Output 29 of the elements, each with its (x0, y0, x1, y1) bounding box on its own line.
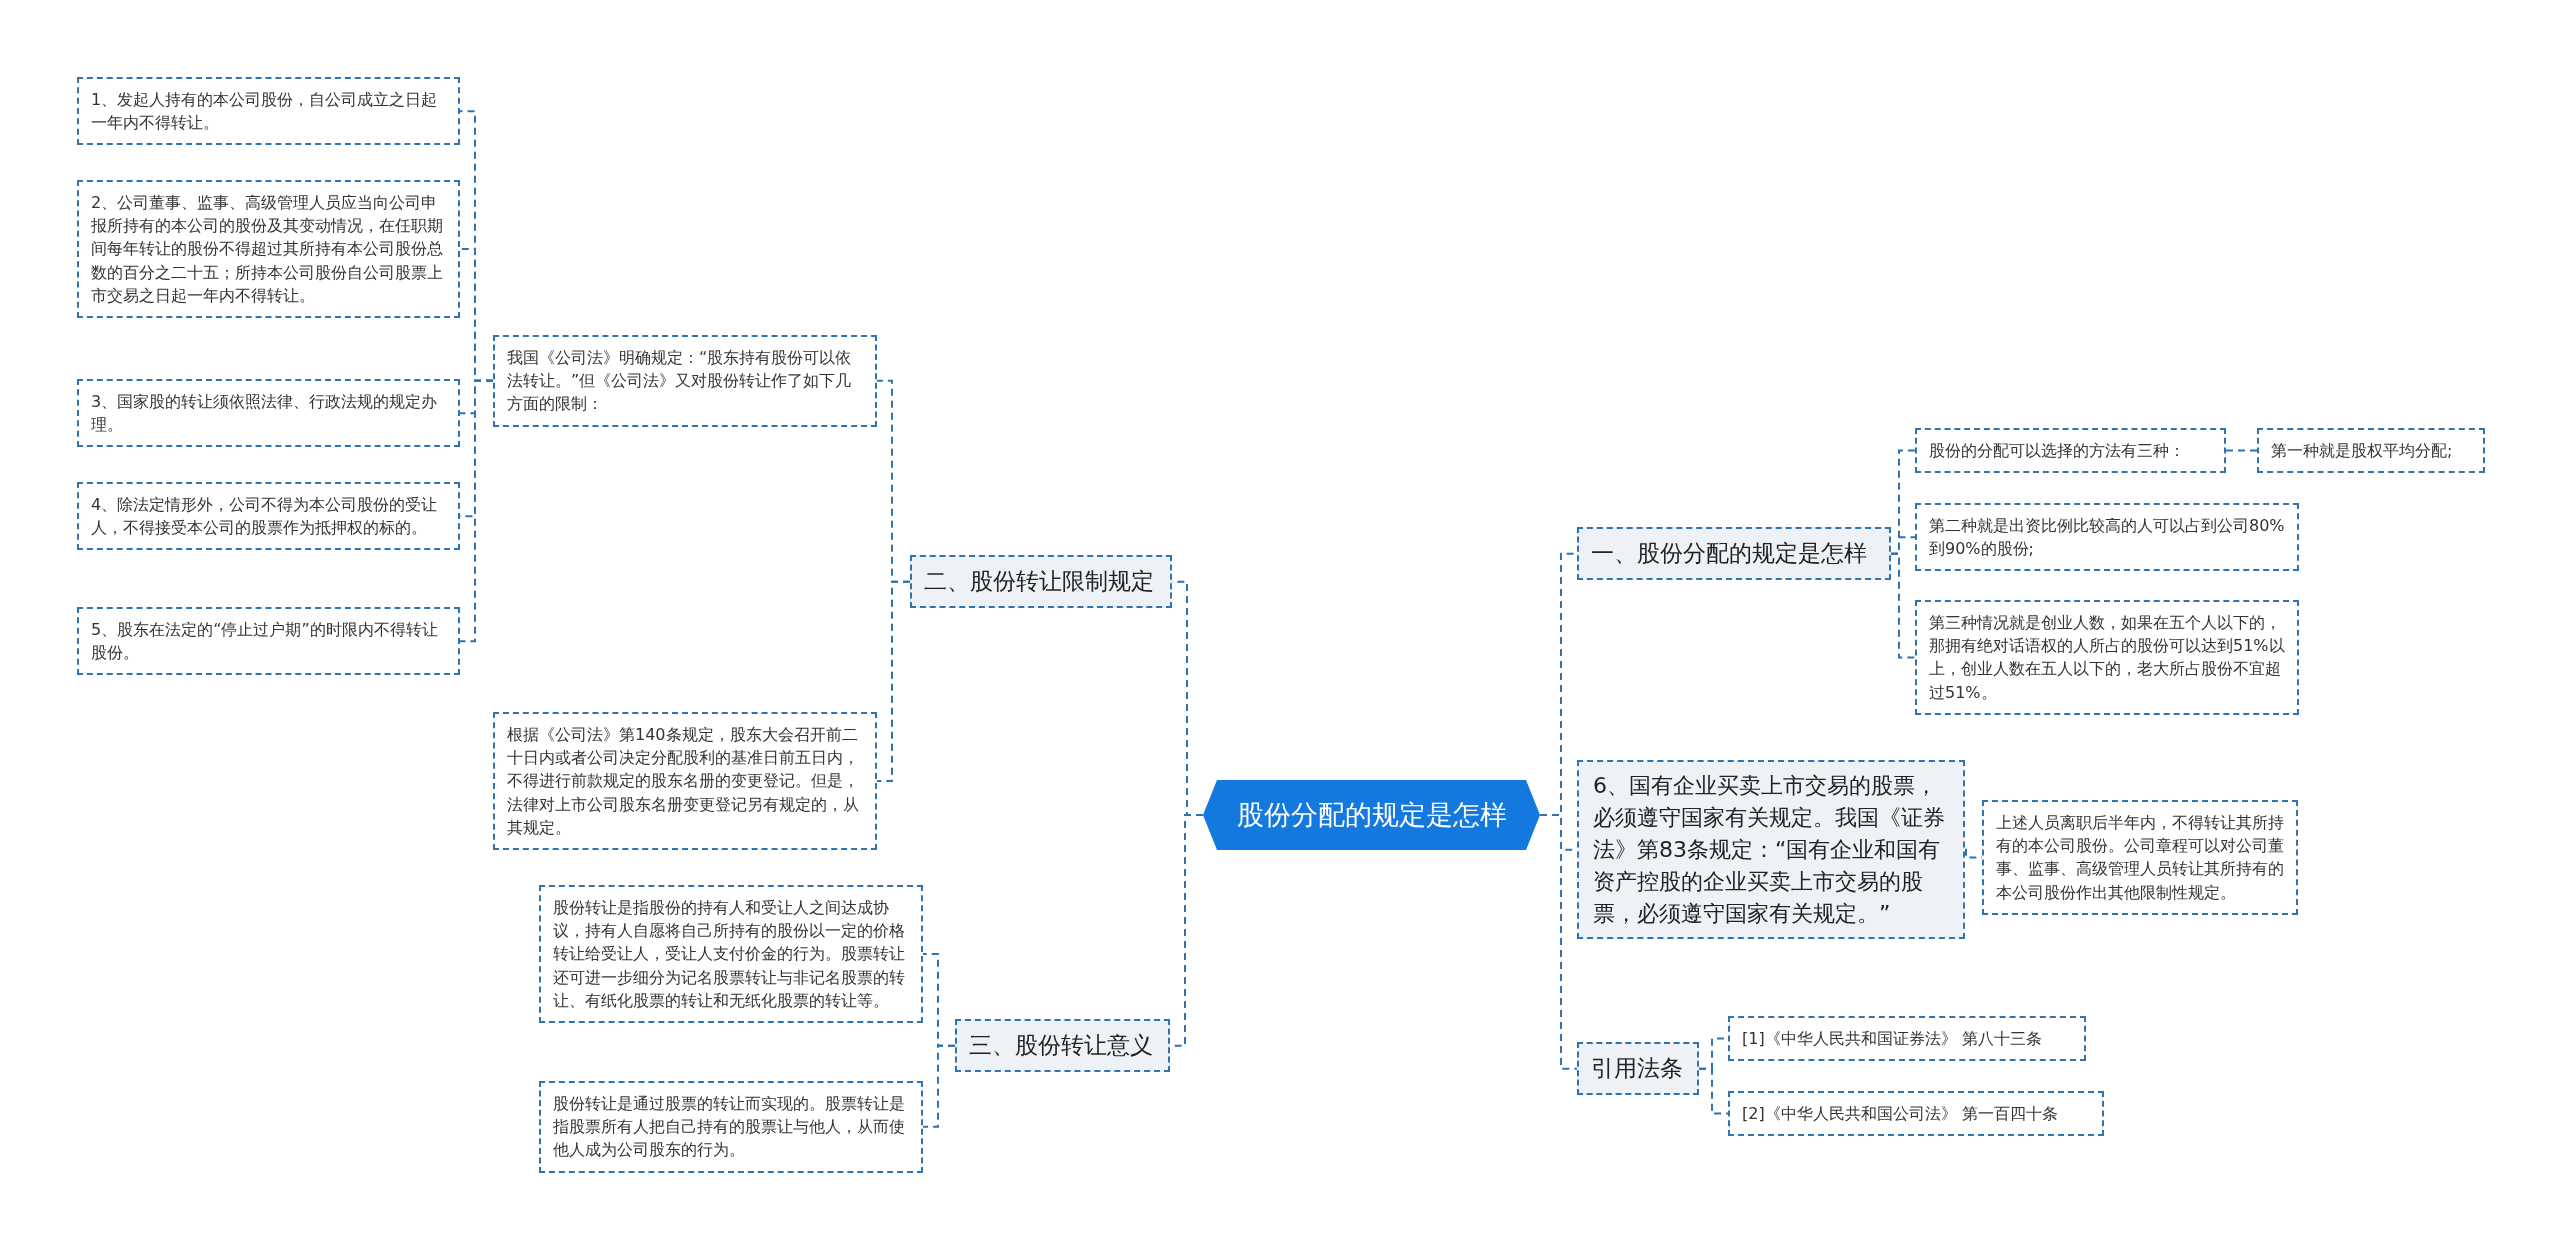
topic-box: 6、国有企业买卖上市交易的股票，必须遵守国家有关规定。我国《证券法》第83条规定：“国有企业和国有资产控股的企业买卖上市交易的股票，必须遵守国家有关规定。” (1577, 760, 1965, 940)
connector-line (1539, 814, 1578, 1070)
central-topic: 股份分配的规定是怎样 (1203, 780, 1540, 850)
note-box: 第三种情况就是创业人数，如果在五个人以下的，那拥有绝对话语权的人所占的股份可以达到51%以上，创业人数在五人以下的，老大所占股份不宜超过51%。 (1915, 600, 2299, 715)
connector-line (1698, 1067, 1729, 1115)
note-box: 股份转让是指股份的持有人和受让人之间达成协议，持有人自愿将自己所持有的股份以一定的价格转让给受让人，受让人支付价金的行为。股票转让还可进一步细分为记名股票转让与非记名股票的转让、有纸化股票的转让和无纸化股票的转让等。 (539, 885, 923, 1023)
note-box: 股份的分配可以选择的方法有三种： (1915, 428, 2226, 474)
note-box: [1]《中华人民共和国证券法》 第八十三条 (1728, 1016, 2086, 1062)
note-box: 第二种就是出资比例比较高的人可以占到公司80%到90%的股份; (1915, 503, 2299, 572)
note-box: 我国《公司法》明确规定：“股东持有股份可以依法转让。”但《公司法》又对股份转让作了如下几方面的限制： (493, 335, 877, 427)
topic-box: 二、股份转让限制规定 (910, 555, 1172, 609)
topic-box: 一、股份分配的规定是怎样 (1577, 527, 1891, 581)
note-box: [2]《中华人民共和国公司法》 第一百四十条 (1728, 1091, 2104, 1137)
connector-line (459, 379, 494, 643)
note-box: 根据《公司法》第140条规定，股东大会召开前二十日内或者公司决定分配股利的基准日前五日内，不得进行前款规定的股东名册的变更登记。但是，法律对上市公司股东名册变更登记另有规定的，从其规定。 (493, 712, 877, 850)
topic-box: 引用法条 (1577, 1042, 1699, 1096)
note-box: 5、股东在法定的“停止过户期”的时限内不得转让股份。 (77, 607, 460, 676)
note-box: 1、发起人持有的本公司股份，自公司成立之日起一年内不得转让。 (77, 77, 460, 146)
connector-line (876, 580, 911, 782)
connector-line (2225, 449, 2258, 452)
note-box: 股份转让是通过股票的转让而实现的。股票转让是指股票所有人把自己持有的股票让与他人，从而使他人成为公司股东的行为。 (539, 1081, 923, 1173)
connector-line (922, 1044, 956, 1128)
note-box: 上述人员离职后半年内，不得转让其所持有的本公司股份。公司章程可以对公司董事、监事、高级管理人员转让其所持有的本公司股份作出其他限制性规定。 (1982, 800, 2298, 915)
topic-box: 三、股份转让意义 (955, 1019, 1170, 1073)
connector-line (1890, 552, 1916, 659)
note-box: 第一种就是股权平均分配; (2257, 428, 2485, 474)
note-box: 2、公司董事、监事、高级管理人员应当向公司申报所持有的本公司的股份及其变动情况，在任职期间每年转让的股份不得超过其所持有本公司股份总数的百分之二十五；所持本公司股份自公司股票上市交易之日起一年内不得转让。 (77, 180, 460, 318)
note-box: 3、国家股的转让须依照法律、行政法规的规定办理。 (77, 379, 460, 448)
note-box: 4、除法定情形外，公司不得为本公司股份的受让人，不得接受本公司的股票作为抵押权的标的。 (77, 482, 460, 551)
